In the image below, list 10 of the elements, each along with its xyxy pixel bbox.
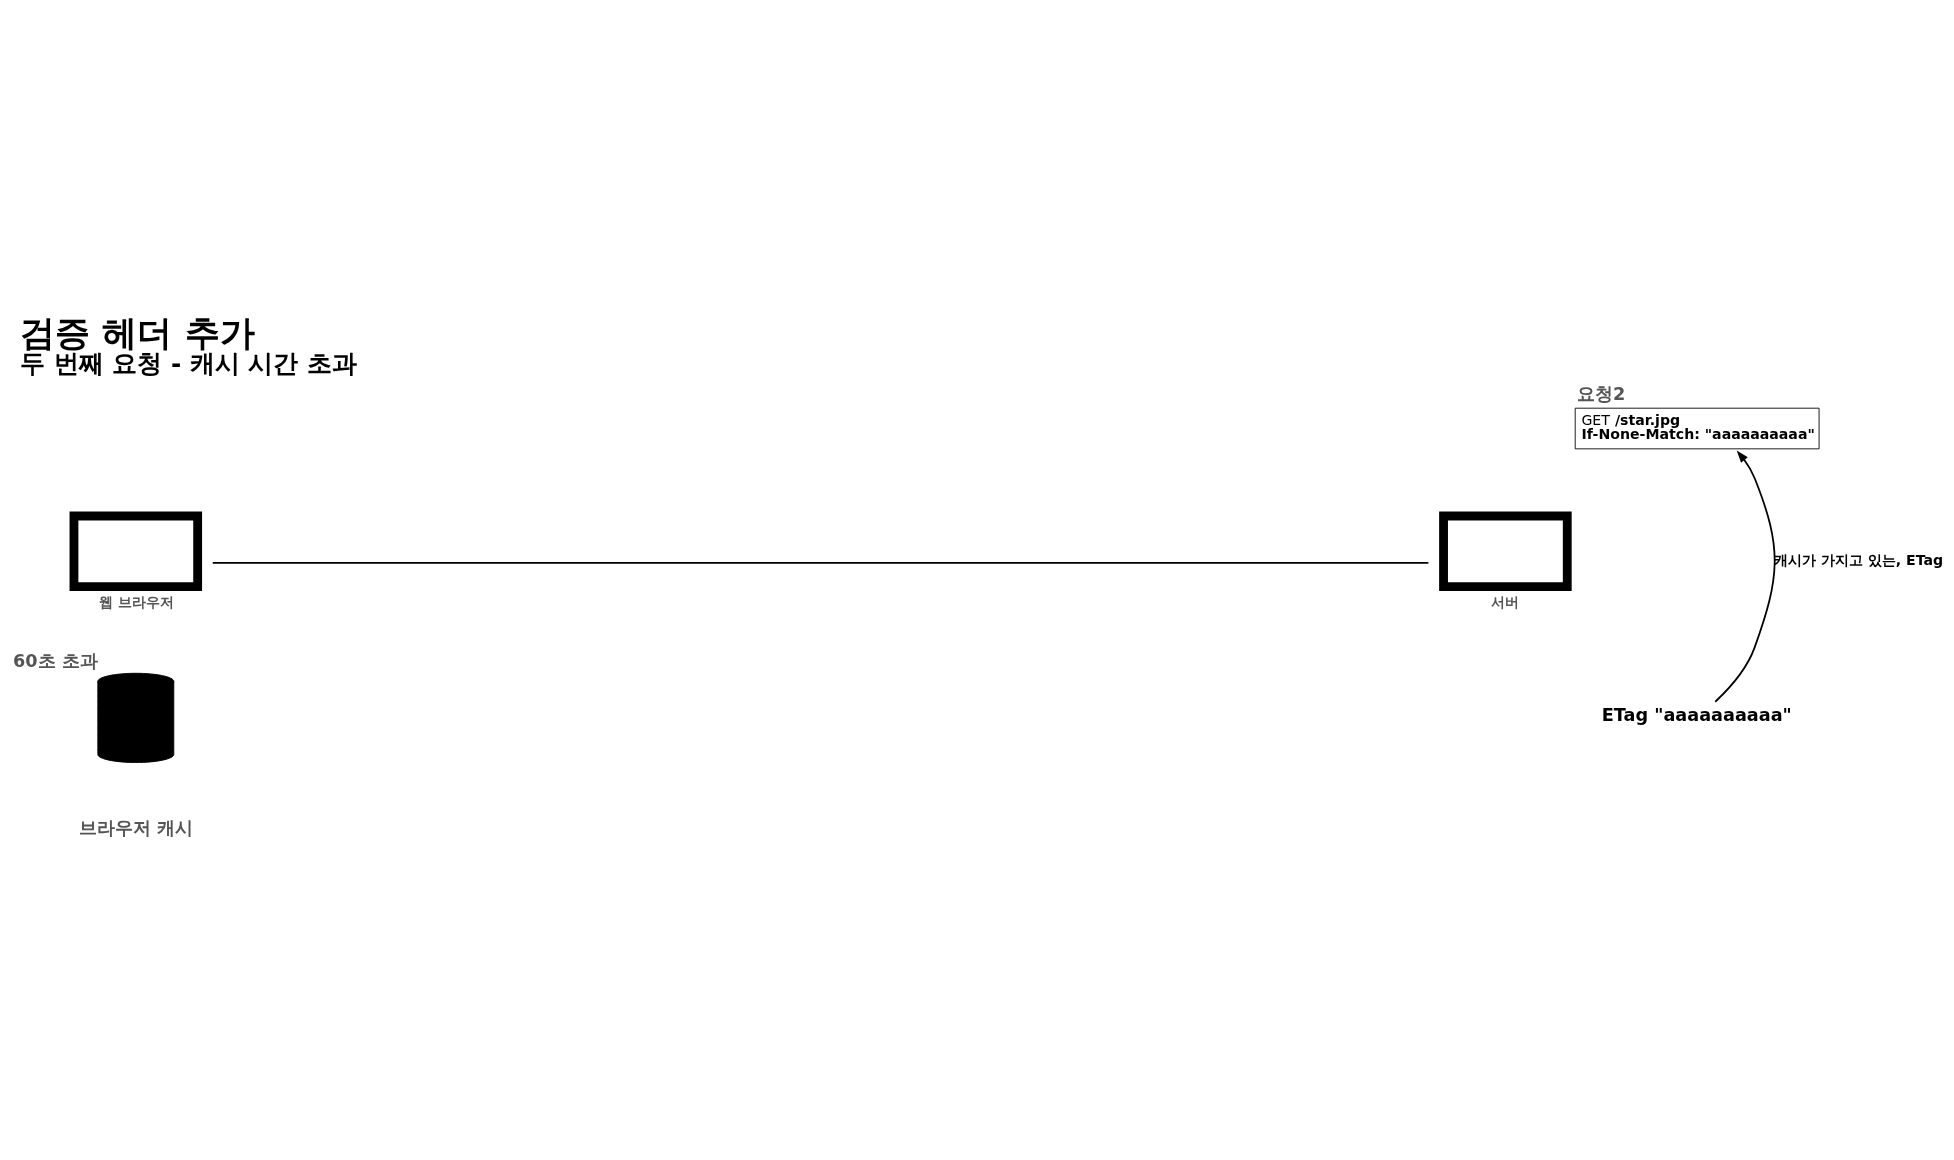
node-text: ETag "aaaaaaaaaa" <box>1601 704 1792 725</box>
connector <box>211 561 1430 564</box>
node-label: 요청2 <box>1576 383 1626 404</box>
node-label: 서버 <box>1491 593 1520 610</box>
node-label: 60초 초과 <box>12 650 98 671</box>
edge-label: 캐시가 가지고 있는, ETag <box>1774 551 1944 568</box>
node-label: 웹 브라우저 <box>98 593 174 610</box>
arrow <box>1714 449 1776 703</box>
node-box: GET /star.jpg If-None-Match: "aaaaaaaaaa" <box>1574 407 1820 449</box>
node-label: 브라우저 캐시 <box>79 817 194 838</box>
